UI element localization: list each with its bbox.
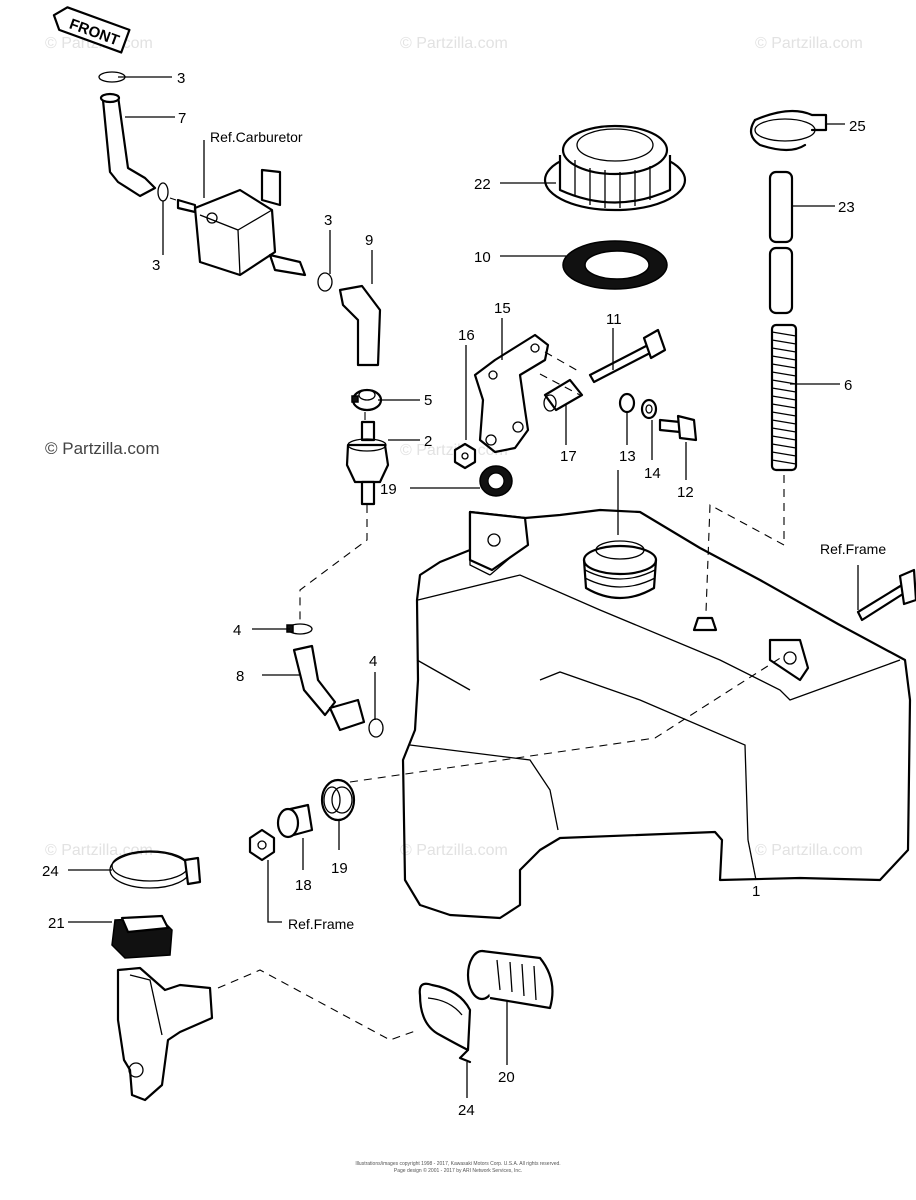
clamp-24-upper (109, 850, 202, 889)
bolt-12 (658, 414, 698, 442)
assembly-lines (169, 197, 786, 1041)
callout-4: 4 (233, 622, 241, 639)
callout-9: 9 (365, 232, 373, 249)
callout-3: 3 (177, 70, 185, 87)
watermark-text: © Partzilla.com (45, 842, 153, 859)
clamp-24-lower (418, 982, 472, 1064)
clip-4-top (286, 623, 313, 635)
callout-15: 15 (494, 300, 511, 317)
callout-3: 3 (324, 212, 332, 229)
watermark-text: © Partzilla.com (755, 842, 863, 859)
callout-2: 2 (424, 433, 432, 450)
callout-10: 10 (474, 249, 491, 266)
callout-19: 19 (380, 481, 397, 498)
bottom-bracket (116, 966, 214, 1102)
frame-nut (248, 828, 276, 862)
washer-14 (640, 398, 658, 420)
fuel-hose-8 (292, 644, 366, 732)
collar-18 (276, 803, 314, 839)
nut-16 (453, 442, 477, 470)
hose-20 (466, 949, 554, 1010)
callout-24: 24 (458, 1102, 475, 1119)
grommet-19-lower (320, 778, 356, 822)
bolt-11 (588, 328, 667, 384)
copyright-line: Page design © 2001 - 2017 by ARI Network… (394, 1167, 522, 1174)
spring-guard (770, 323, 798, 472)
clamp-25 (749, 109, 828, 152)
callout-3: 3 (152, 257, 160, 274)
frame-bolt (856, 568, 916, 622)
ref-frame-label: Ref.Frame (288, 916, 354, 932)
callout-7: 7 (178, 110, 186, 127)
callout-16: 16 (458, 327, 475, 344)
callout-17: 17 (560, 448, 577, 465)
ref-carburetor-label: Ref.Carburetor (210, 129, 303, 145)
washer-13 (618, 392, 636, 414)
callout-5: 5 (424, 392, 432, 409)
clamp-21 (111, 914, 173, 959)
grommet-19-upper (479, 465, 513, 497)
copyright-footer: Illustrations/images copyright 1998 - 20… (355, 1161, 560, 1174)
callout-labels: 3 7 3 3 9 5 2 19 16 15 17 11 13 14 12 6 … (42, 70, 866, 1119)
watermark-text: © Partzilla.com (400, 842, 508, 859)
leader-lines (68, 76, 859, 1098)
watermark-layer: © Partzilla.com © Partzilla.com © Partzi… (45, 35, 863, 859)
callout-14: 14 (644, 465, 661, 482)
callout-24: 24 (42, 863, 59, 880)
watermark-text: © Partzilla.com (400, 35, 508, 52)
callout-19: 19 (331, 860, 348, 877)
callout-8: 8 (236, 668, 244, 685)
callout-1: 1 (752, 883, 760, 900)
breather-hose (768, 170, 794, 315)
reference-labels: Ref.Carburetor Ref.Frame Ref.Frame (210, 129, 886, 932)
watermark-text: © Partzilla.com (755, 35, 863, 52)
clamp-5 (351, 388, 383, 412)
collar-17 (543, 378, 584, 412)
clip-3-left (157, 182, 169, 202)
callout-12: 12 (677, 484, 694, 501)
callout-25: 25 (849, 118, 866, 135)
fuel-tank (401, 508, 912, 920)
clip-4-bottom (368, 718, 384, 738)
callout-21: 21 (48, 915, 65, 932)
copyright-line: Illustrations/images copyright 1998 - 20… (355, 1161, 560, 1167)
callout-18: 18 (295, 877, 312, 894)
fuel-hose-9 (338, 284, 382, 367)
bracket-15 (473, 333, 550, 454)
ref-frame-label: Ref.Frame (820, 541, 886, 557)
callout-23: 23 (838, 199, 855, 216)
cap-gasket (562, 240, 668, 290)
callout-20: 20 (498, 1069, 515, 1086)
brand-watermark: © Partzilla.com (45, 439, 160, 458)
fuel-cap (543, 124, 687, 212)
fuel-hose-7 (99, 92, 157, 198)
callout-4: 4 (369, 653, 377, 670)
fuel-valve (176, 168, 307, 277)
callout-6: 6 (844, 377, 852, 394)
callout-22: 22 (474, 176, 491, 193)
fuel-filter (345, 420, 390, 506)
callout-11: 11 (606, 311, 622, 328)
callout-13: 13 (619, 448, 636, 465)
clip-3-right (317, 272, 333, 292)
